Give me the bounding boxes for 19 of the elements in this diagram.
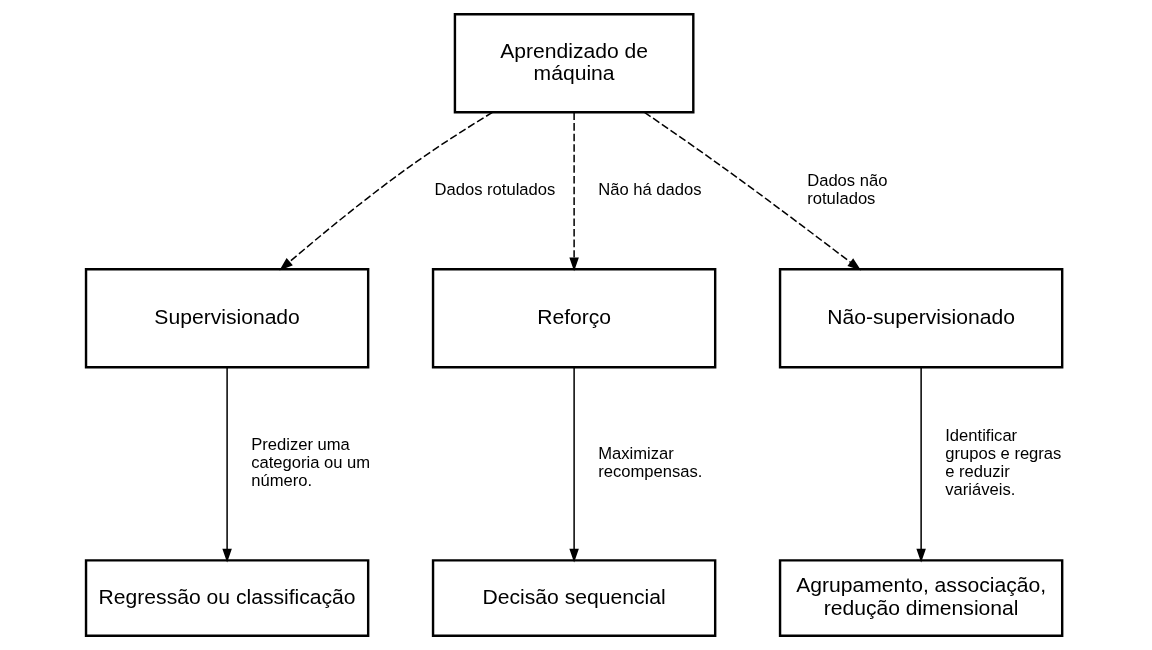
node-box: Reforço [431,267,717,369]
arrow [643,111,862,271]
edge-label: Dados rotulados [434,179,556,199]
node-box: Agrupamento, associação, redução dimensional [778,559,1064,637]
node-box: Aprendizado de máquina [453,13,695,114]
edge-label: Identificar grupos e regras e reduzir variáveis. [945,425,1062,500]
arrow [916,366,926,563]
arrow [222,366,232,563]
node-box: Supervisionado [84,267,370,369]
arrow [279,111,494,271]
edge-label: Maximizar recompensas. [598,443,703,482]
node-box: Regressão ou classificação [84,559,370,637]
arrow [569,366,579,563]
edge-label: Não há dados [598,179,702,199]
node-box: Não-supervisionado [778,267,1064,369]
edge-label: Predizer uma categoria ou um número. [251,434,371,491]
edge-label: Dados não rotulados [807,170,888,208]
arrow [569,111,579,272]
node-box: Decisão sequencial [431,559,717,637]
